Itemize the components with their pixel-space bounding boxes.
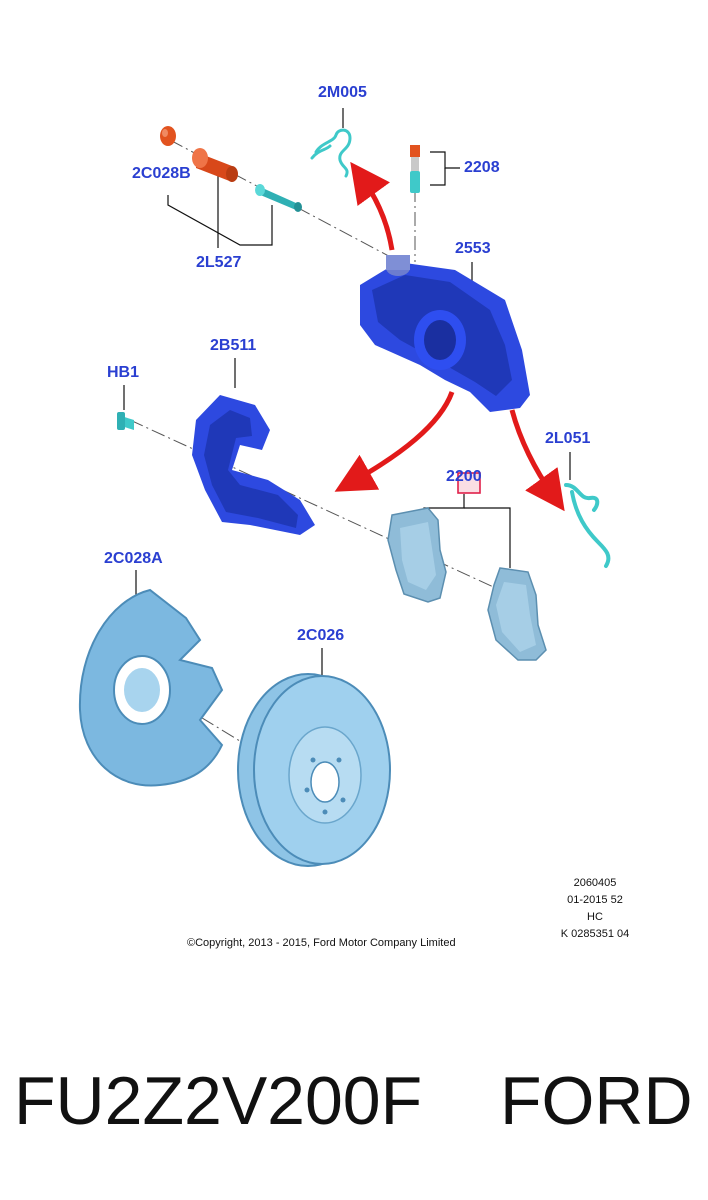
callout-2B511: 2B511: [210, 337, 257, 354]
brake-rotor-icon: [237, 673, 391, 867]
callout-2C026: 2C026: [297, 627, 345, 644]
bolt-icon: [117, 412, 134, 430]
dust-shield-icon: [78, 588, 224, 787]
brake-hose-icon: [564, 483, 611, 568]
brake-pad-left-icon: [387, 507, 447, 603]
callout-2L527: 2L527: [196, 254, 242, 271]
guide-pin-icon: [255, 184, 302, 212]
part-number: FU2Z2V200F: [14, 1063, 423, 1139]
callout-HB1: HB1: [107, 364, 140, 381]
copyright-notice: ©Copyright, 2013 - 2015, Ford Motor Comp…: [187, 937, 456, 949]
callout-2C028A: 2C028A: [104, 550, 163, 567]
exploded-brake-diagram: [78, 108, 611, 867]
brake-pad-right-icon: [487, 567, 547, 661]
brake-caliper-icon: [360, 255, 530, 412]
caliper-bracket-icon: [192, 395, 315, 535]
bleeder-screw-icon: [410, 145, 420, 193]
guide-sleeve-icon: [192, 148, 238, 182]
diagram-date-code: 01-2015 52: [567, 894, 623, 906]
callout-2553: 2553: [455, 240, 491, 257]
diagram-region-code: HC: [587, 911, 603, 923]
dust-cap-icon: [160, 126, 176, 146]
spring-clip-icon: [310, 128, 352, 178]
callout-2M005: 2M005: [318, 84, 367, 101]
highlight-box: [457, 472, 481, 494]
callout-2C028B: 2C028B: [132, 165, 191, 182]
callout-2208: 2208: [464, 159, 500, 176]
diagram-ref-number: 2060405: [573, 877, 617, 889]
direction-arrows: [334, 161, 565, 512]
brand-name: FORD: [500, 1063, 693, 1139]
diagram-catalog-code: K 0285351 04: [560, 928, 630, 940]
callout-2200: 2200: [446, 468, 482, 485]
callout-2L051: 2L051: [545, 430, 591, 447]
